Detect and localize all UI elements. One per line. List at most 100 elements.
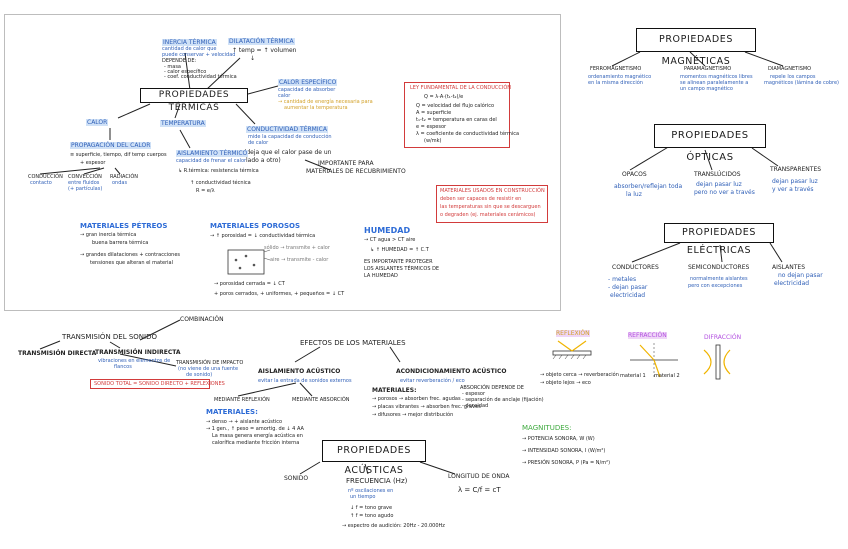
conduction-law-item: A = superficie (416, 110, 452, 116)
conductivity-desc: de calor (248, 140, 269, 146)
humidity-item: LA HUMEDAD (364, 273, 398, 279)
conductors-label: CONDUCTORES (612, 264, 659, 271)
humidity-item: ↳ ↑ HUMEDAD = ↑ C.T (370, 247, 429, 253)
acoustic-insulation-title: AISLAMIENTO ACÚSTICO (258, 368, 341, 375)
heat-label: CALOR (86, 119, 109, 126)
important-note: MATERIALES DE RECUBRIMIENTO (306, 168, 406, 175)
indirect-transmission-label: TRANSMISIÓN INDIRECTA (95, 349, 181, 356)
porous-materials-title: MATERIALES POROSOS (210, 222, 300, 230)
thermal-insulation-desc: ↳ R.térmica: resistencia térmica (178, 168, 259, 174)
translucent-desc: dejan pasar luz (696, 181, 742, 188)
diamagnetism-desc: magnéticos (lámina de cobre) (764, 80, 839, 86)
conditioning-materials-item: → placas vibrantes → absorben frec. grav… (372, 404, 481, 410)
thermal-inertia-desc: puede conservar + velocidad (162, 52, 236, 58)
frequency-desc: nº oscilaciones en (348, 488, 394, 494)
transparent-desc: dejan pasar luz (772, 178, 818, 185)
diamagnetism-label: DIAMAGNETISMO (768, 66, 812, 72)
direct-transmission-label: TRANSMISIÓN DIRECTA (18, 350, 97, 357)
magnitudes-title: MAGNITUDES: (522, 424, 572, 432)
conductivity-note: (deja que el calor pase de un (244, 149, 332, 156)
thermal-inertia-title: INERCIA TÉRMICA (162, 39, 217, 46)
conditioning-materials-title: MATERIALES: (372, 387, 417, 394)
conduction-law-item: (w/mk) (424, 138, 442, 144)
diffraction-title: DIFRACCIÓN (704, 334, 742, 341)
construction-materials-box (436, 185, 548, 223)
humidity-item: LOS AISLANTES TÉRMICOS DE (364, 266, 440, 272)
conductivity-desc: mide la capacidad de conducción (248, 134, 332, 140)
refraction-diagram (630, 343, 678, 378)
by-absorption-label: MEDIANTE ABSORCIÓN (292, 397, 350, 403)
frequency-item: ↑ f = tono agudo (350, 513, 394, 519)
conditioning-materials-item: → difusores → mejor distribución (372, 412, 454, 418)
insulation-materials-item: → denso → + aislante acústico (206, 419, 283, 425)
insulators-desc: electricidad (774, 280, 810, 287)
heat-propagation-title: PROPAGACIÓN DEL CALOR (70, 142, 152, 149)
stone-materials-item: → gran inercia térmica (80, 232, 137, 238)
material-2-label: material 2 (654, 373, 680, 379)
humidity-title: HUMEDAD (364, 226, 411, 235)
translucent-desc: pero no ver a través (694, 189, 755, 196)
transparent-label: TRANSPARENTES (770, 166, 822, 173)
magnitude-item: → INTENSIDAD SONORA, I (W/m²) (522, 448, 606, 454)
insulation-materials-title: MATERIALES: (206, 408, 258, 416)
heat-propagation-desc: ≡ superficie, tiempo, dif temp cuerpos (70, 152, 167, 158)
stone-materials-item: → grandes dilataciones + contracciones (80, 252, 180, 258)
thermal-inertia-item: - coef. conductividad térmica (164, 74, 237, 80)
impact-transmission-desc: (no viene de una fuente (178, 366, 239, 372)
humidity-item: → CT agua > CT aire (364, 237, 416, 243)
total-sound-text: SONIDO TOTAL = SONIDO DIRECTO + REFLEXIO… (94, 381, 225, 387)
conduction-desc: contacto (30, 180, 52, 186)
thermal-inertia-item: - masa (164, 64, 181, 70)
thermal-section-frame (4, 14, 561, 311)
thermal-dilation-title: DILATACIÓN TÉRMICA (228, 38, 295, 45)
conduction-label: CONDUCCIÓN (28, 174, 63, 180)
specific-heat-desc: aumentar la temperatura (284, 105, 348, 111)
acoustic-conditioning-desc: evitar reverberación / eco (400, 378, 465, 384)
construction-materials-text: deben ser capaces de resistir en (440, 196, 522, 202)
transparent-desc: y ver a través (772, 186, 814, 193)
convection-label: CONVECCIÓN (68, 174, 102, 180)
porous-materials-item: aire → transmite - calor (270, 257, 329, 263)
thermal-properties-title: PROPIEDADES TÉRMICAS (140, 88, 248, 113)
paramagnetism-desc: momentos magnéticos libres (680, 74, 753, 80)
acoustic-insulation-desc: evitar la entrada de sonidos externos (258, 378, 352, 384)
combination-label: COMBINACIÓN (180, 316, 224, 323)
total-sound-box (90, 379, 210, 389)
semiconductors-desc: normalmente aislantes (690, 276, 748, 282)
diamagnetism-desc: repele los campos (770, 74, 816, 80)
insulators-desc: no dejan pasar (778, 272, 823, 279)
conduction-law-formula: Q = λ·A·(t₁-t₂)/e (424, 94, 464, 100)
conduction-law-title: LEY FUNDAMENTAL DE LA CONDUCCIÓN (410, 85, 512, 91)
stone-materials-item: buena barrera térmica (92, 240, 149, 246)
absorption-depends-title: ABSORCIÓN DEPENDE DE (460, 385, 524, 391)
diffraction-diagram (703, 344, 731, 380)
thermal-insulation-formula: R = e/λ (196, 188, 215, 194)
insulation-materials-item: La masa genera energía acústica en (212, 433, 303, 439)
absorption-depends-item: - espesor (462, 391, 486, 397)
opaque-desc: la luz (626, 191, 642, 198)
conductors-desc: - metales (608, 276, 637, 283)
thermal-insulation-title: AISLAMIENTO TÉRMICO (176, 150, 249, 157)
reflection-item: → objeto lejos → eco (540, 380, 591, 386)
wavelength-title: LONGITUD DE ONDA (448, 473, 510, 480)
convection-desc: entre fluidos (68, 180, 100, 186)
refraction-title: REFRACCIÓN (628, 332, 667, 339)
thermal-dilation-formula: ↑ temp = ↑ volumen (232, 47, 297, 54)
heat-propagation-desc: + espesor (80, 160, 106, 166)
indirect-transmission-desc: flancos (114, 364, 132, 370)
reflection-diagram (552, 340, 592, 360)
conduction-law-item: λ = coeficiente de conductividad térmica (416, 131, 520, 137)
temperature-label: TEMPERATURA (160, 120, 206, 127)
absorption-depends-item: - densidad (462, 403, 489, 409)
ferromagnetism-label: FERROMAGNETISMO (590, 66, 642, 72)
conductivity-title: CONDUCTIVIDAD TÉRMICA (246, 126, 328, 133)
important-note: IMPORTANTE PARA (318, 160, 374, 167)
conductivity-note: lado a otro) (246, 157, 281, 164)
convection-desc: (+ partículas) (68, 186, 103, 192)
indirect-transmission-desc: vibraciones en elementos de (98, 358, 171, 364)
translucent-label: TRANSLÚCIDOS (694, 171, 741, 178)
opaque-label: OPACOS (622, 171, 647, 178)
hearing-spectrum: → espectro de audición: 20Hz - 20.000Hz (342, 523, 445, 529)
paramagnetism-desc: un campo magnético (680, 86, 733, 92)
porous-materials-item: sólido → transmite + calor (264, 245, 330, 251)
